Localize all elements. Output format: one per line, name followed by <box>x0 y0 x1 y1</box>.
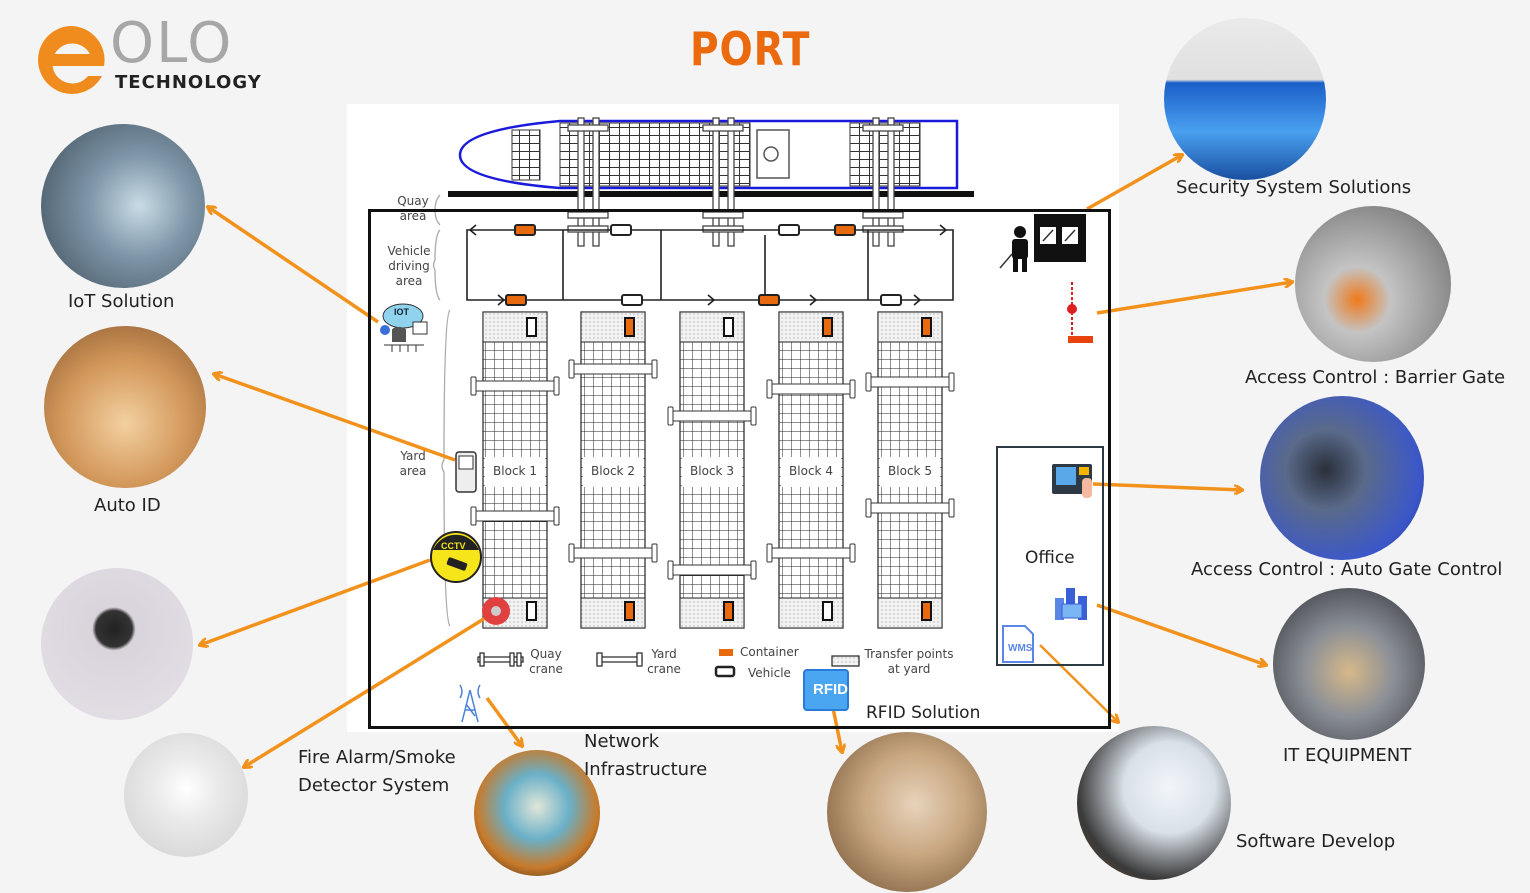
yard-crane <box>667 560 757 580</box>
rfid-tag-icon <box>803 669 849 711</box>
auto-gate-label: Access Control : Auto Gate Control <box>1191 559 1503 580</box>
legend-label-vehicle: Vehicle <box>748 666 791 680</box>
software-image <box>1077 726 1231 880</box>
security-system-label: Security System Solutions <box>1176 177 1412 198</box>
legend-label-container: Container <box>740 645 799 659</box>
legend-label-transfer: Transfer points at yard <box>864 647 954 676</box>
logo-subtitle: TECHNOLOGY <box>115 72 262 93</box>
block-label: Block 3 <box>690 464 734 478</box>
network-label-line2: Infrastructure <box>584 759 708 780</box>
handheld-scanner-icon <box>455 451 477 493</box>
iot-solution-image <box>41 124 205 288</box>
arrow-autogate <box>1092 482 1242 490</box>
yard-blocks <box>470 311 955 629</box>
server-computer-icon <box>1055 588 1087 620</box>
logo-e-icon <box>38 25 105 94</box>
auto-gate-image <box>1260 396 1424 560</box>
yard-crane <box>568 359 658 379</box>
block-label: Block 2 <box>591 464 635 478</box>
arrow-security <box>1086 155 1182 211</box>
legend-container-icon <box>719 649 733 656</box>
legend-label-quay-crane: Quay crane <box>529 647 563 676</box>
barrier-gate-label: Access Control : Barrier Gate <box>1245 367 1506 388</box>
arrow-autoid <box>214 374 456 462</box>
zone-label-quay: Quay area <box>397 194 429 223</box>
yard-crane <box>470 376 560 396</box>
yard-block <box>568 311 658 629</box>
arrow-barrier <box>1096 282 1292 315</box>
auto-id-label: Auto ID <box>94 495 161 516</box>
iot-icon-text: IOT <box>394 307 409 317</box>
security-system-image <box>1164 18 1326 180</box>
logo-name: OLO <box>110 11 234 76</box>
barrier-gate-image <box>1295 206 1451 362</box>
rfid-warehouse-image <box>827 732 987 892</box>
smoke-detector-image <box>124 733 248 857</box>
yard-crane <box>865 498 955 518</box>
arrow-rfid <box>831 707 842 752</box>
software-label: Software Develop <box>1236 831 1396 852</box>
rfid-solution-label: RFID Solution <box>866 703 981 723</box>
legend-yard-crane-icon <box>596 652 643 667</box>
legend-label-yard-crane: Yard crane <box>647 647 681 676</box>
rfid-icon-text: RFID <box>813 681 848 698</box>
iot-solution-label: IoT Solution <box>68 291 175 312</box>
arrow-cctv <box>200 558 431 645</box>
yard-crane <box>568 543 658 563</box>
page-title: PORT <box>690 22 811 76</box>
legend-transfer-icon <box>831 655 860 667</box>
yard-crane <box>865 372 955 392</box>
legend-vehicle-icon <box>714 665 736 678</box>
cctv-badge-icon <box>430 531 482 583</box>
port-boundary <box>368 209 1111 729</box>
legend-shapes <box>477 649 860 678</box>
office-area <box>996 446 1104 666</box>
quay-wall <box>448 191 974 197</box>
barrier-gate-icon <box>1067 282 1093 343</box>
yard-block <box>470 311 560 629</box>
arrow-it <box>1096 603 1266 665</box>
cctv-icon-text: CCTV <box>441 541 466 551</box>
block-label: Block 4 <box>789 464 833 478</box>
fire-alarm-label-line2: Detector System <box>298 775 450 796</box>
wms-icon-text: WMS <box>1008 643 1033 654</box>
arrow-iot <box>208 207 379 324</box>
auto-id-image <box>44 326 206 488</box>
it-equipment-label: IT EQUIPMENT <box>1283 745 1412 766</box>
yard-block <box>766 311 856 629</box>
network-label-line1: Network <box>584 731 660 752</box>
yard-crane <box>766 379 856 399</box>
zone-label-yard: Yard area <box>399 449 427 478</box>
cctv-camera-image <box>41 568 193 720</box>
network-tower-icon <box>459 684 481 723</box>
iot-cloud-icon <box>380 303 428 352</box>
yard-crane <box>470 506 560 526</box>
yard-block <box>865 311 955 629</box>
arrow-network <box>485 696 522 746</box>
block-label: Block 5 <box>888 464 932 478</box>
yard-crane <box>766 543 856 563</box>
fingerprint-terminal-icon <box>1052 464 1092 498</box>
quay-cranes <box>567 117 904 247</box>
network-image <box>474 750 600 876</box>
it-equipment-image <box>1273 588 1425 740</box>
zone-label-vehicle: Vehicle driving area <box>387 244 431 288</box>
security-booth-icon <box>999 214 1086 272</box>
road-vehicles <box>505 224 902 306</box>
legend-quay-crane-icon <box>477 652 524 667</box>
fire-alarm-label-line1: Fire Alarm/Smoke <box>298 747 456 768</box>
block-label: Block 1 <box>493 464 537 478</box>
arrow-software <box>1039 644 1118 722</box>
yard-block <box>667 311 757 629</box>
wms-document-icon <box>1002 625 1034 663</box>
yard-crane <box>667 406 757 426</box>
office-label: Office <box>1025 548 1075 568</box>
